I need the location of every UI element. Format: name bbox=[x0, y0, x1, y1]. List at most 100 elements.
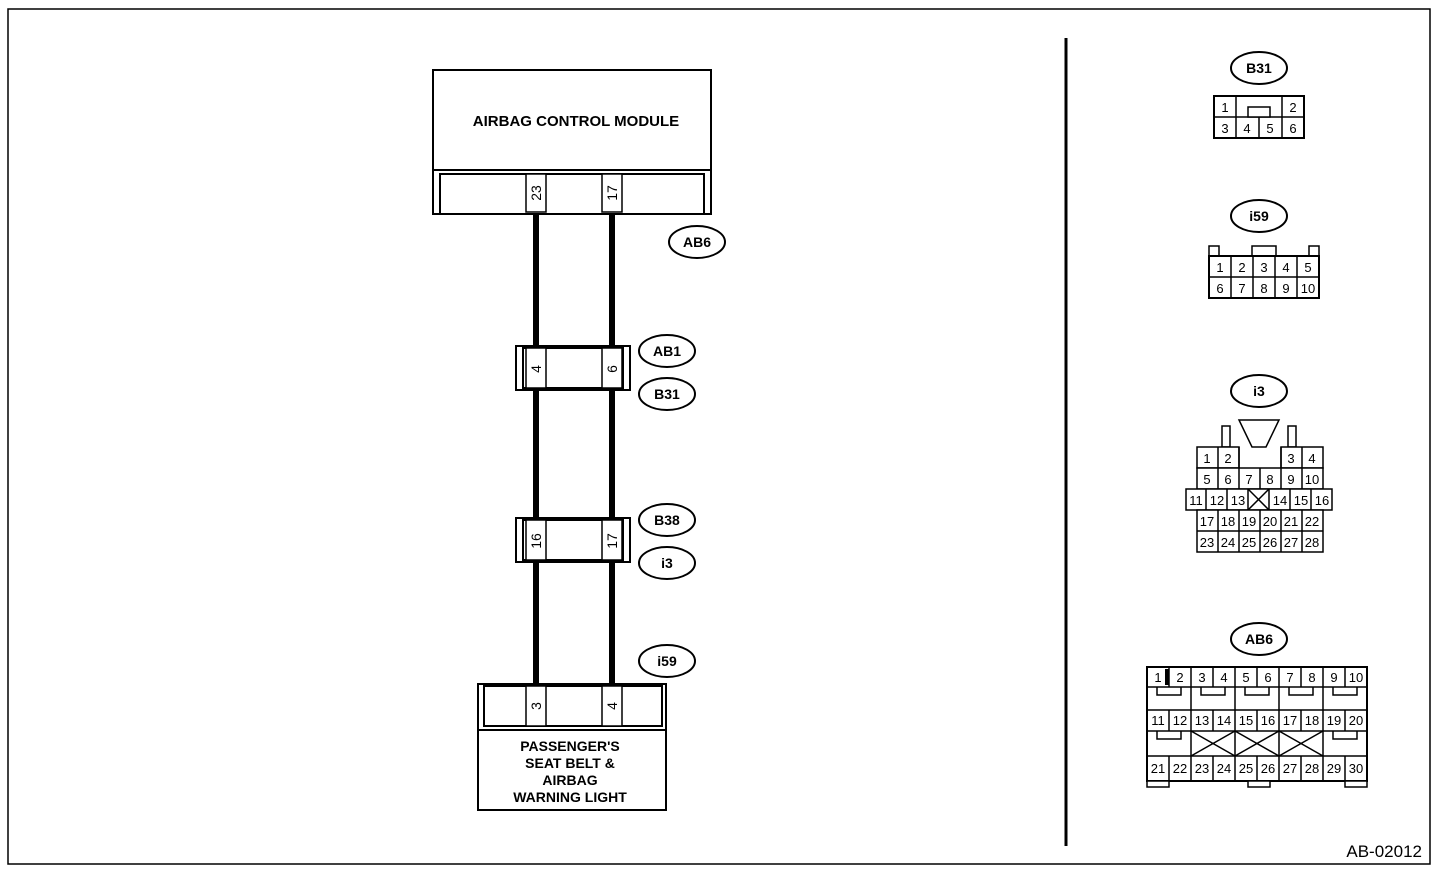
connector-view-label: AB6 bbox=[1245, 631, 1273, 647]
cell-pin: 17 bbox=[1200, 514, 1214, 529]
connector-tag-ab6: AB6 bbox=[683, 234, 711, 250]
cell-pin: 24 bbox=[1221, 535, 1235, 550]
junction-pin-label: 17 bbox=[604, 533, 620, 549]
latch-tab bbox=[1251, 245, 1277, 257]
junction-pin bbox=[601, 347, 623, 389]
junction-pin-label: 16 bbox=[528, 533, 544, 549]
connector-view-i59: i59 1 2 3 4 5 6 7 8 9 10 bbox=[1208, 199, 1320, 299]
cell-pin: 3 bbox=[1221, 121, 1228, 136]
key-funnel bbox=[1237, 419, 1281, 448]
cell-pin: 23 bbox=[1200, 535, 1214, 550]
cell-pin: 7 bbox=[1238, 281, 1245, 296]
connector-view-label: i59 bbox=[1249, 208, 1269, 224]
tag-ellipse bbox=[1230, 622, 1288, 656]
airbag-control-module: AIRBAG CONTROL MODULE 23 17 bbox=[432, 69, 712, 215]
cell-pin: 5 bbox=[1266, 121, 1273, 136]
cell-pin: 9 bbox=[1287, 472, 1294, 487]
cell-pin: 21 bbox=[1284, 514, 1298, 529]
cell-pin: 14 bbox=[1217, 713, 1231, 728]
warning-light-pin-label: 3 bbox=[528, 702, 544, 710]
cell-pin: 21 bbox=[1151, 761, 1165, 776]
cell-pin: 8 bbox=[1260, 281, 1267, 296]
cell-pin: 4 bbox=[1243, 121, 1250, 136]
module-pin-17 bbox=[601, 173, 623, 213]
cell-pin: 26 bbox=[1261, 761, 1275, 776]
cell-pin: 7 bbox=[1286, 670, 1293, 685]
cell-pin: 16 bbox=[1261, 713, 1275, 728]
cell-pin: 8 bbox=[1308, 670, 1315, 685]
cell-pin: 11 bbox=[1189, 493, 1203, 508]
cell-pin: 6 bbox=[1224, 472, 1231, 487]
cell-pin: 6 bbox=[1264, 670, 1271, 685]
warning-light-title-line: PASSENGER'S bbox=[520, 738, 620, 754]
connector-tag-i59: i59 bbox=[657, 653, 677, 669]
cell-pin: 9 bbox=[1330, 670, 1337, 685]
passenger-warning-light: 3 4 PASSENGER'S SEAT BELT & AIRBAG WARNI… bbox=[477, 683, 667, 811]
cell-pin: 3 bbox=[1260, 260, 1267, 275]
cell-pin: 12 bbox=[1173, 713, 1187, 728]
warning-light-pin bbox=[601, 685, 623, 727]
cell-pin: 2 bbox=[1176, 670, 1183, 685]
junction-pin-label: 4 bbox=[528, 365, 544, 373]
diagram-id: AB-02012 bbox=[1346, 842, 1422, 861]
cell-grid bbox=[1205, 468, 1312, 552]
cell-pin: 2 bbox=[1238, 260, 1245, 275]
latch-post bbox=[1287, 425, 1297, 448]
latch-tab bbox=[1308, 245, 1320, 257]
cell-pin: 2 bbox=[1289, 100, 1296, 115]
warning-light-connector bbox=[483, 685, 663, 727]
cell-pin: 6 bbox=[1289, 121, 1296, 136]
cell-pin: 10 bbox=[1301, 281, 1315, 296]
connector-tag-b38: B38 bbox=[654, 512, 680, 528]
cell-pin: 11 bbox=[1151, 713, 1165, 728]
warning-light-pin bbox=[525, 685, 547, 727]
junction-connector-b38-i3: 16 17 bbox=[515, 517, 631, 563]
cell-pin: 29 bbox=[1327, 761, 1341, 776]
connector-tag-i3: i3 bbox=[661, 555, 673, 571]
latch-post bbox=[1221, 425, 1231, 448]
wire-harness bbox=[533, 214, 615, 686]
tag-ellipse bbox=[1230, 199, 1288, 233]
cell-pin: 1 bbox=[1221, 100, 1228, 115]
module-pin-label: 17 bbox=[604, 185, 620, 201]
cell-pin: 5 bbox=[1203, 472, 1210, 487]
connector-view-ab6: AB6 1 2 3 4 5 6 7 8 9 10 bbox=[1146, 622, 1368, 788]
cell-pin: 25 bbox=[1239, 761, 1253, 776]
tag-ellipse bbox=[638, 644, 696, 678]
junction-pin bbox=[525, 347, 547, 389]
tag-ellipse bbox=[638, 334, 696, 368]
cell-pin: 20 bbox=[1263, 514, 1277, 529]
cell-pin: 9 bbox=[1282, 281, 1289, 296]
cell-pin: 2 bbox=[1224, 451, 1231, 466]
junction-pin-label: 6 bbox=[604, 365, 620, 373]
latch-tab bbox=[1146, 780, 1170, 788]
cell-pin: 1 bbox=[1216, 260, 1223, 275]
cell-pin: 19 bbox=[1242, 514, 1256, 529]
connector-view-label: B31 bbox=[1246, 60, 1272, 76]
cell-pin: 15 bbox=[1239, 713, 1253, 728]
cell-pin: 1 bbox=[1203, 451, 1210, 466]
warning-light-pin-label: 4 bbox=[604, 702, 620, 710]
key-notch bbox=[1247, 106, 1271, 118]
warning-light-title-line: SEAT BELT & bbox=[525, 755, 615, 771]
module-pin-23 bbox=[525, 173, 547, 213]
cell-pin: 8 bbox=[1266, 472, 1273, 487]
junction-pin bbox=[525, 519, 547, 561]
cell-pin: 4 bbox=[1282, 260, 1289, 275]
cell-pin: 16 bbox=[1315, 493, 1329, 508]
cell-pin: 28 bbox=[1305, 535, 1319, 550]
latch-tab bbox=[1344, 780, 1368, 788]
cell-pin: 1 bbox=[1154, 670, 1161, 685]
tag-ellipse bbox=[668, 225, 726, 259]
warning-light-title-line: AIRBAG bbox=[542, 772, 597, 788]
cell-pin: 28 bbox=[1305, 761, 1319, 776]
cell-pin: 7 bbox=[1245, 472, 1252, 487]
warning-light-title-line: WARNING LIGHT bbox=[513, 789, 627, 805]
connector-view-i3: i3 1 2 3 4 5 6 7 8 9 10 11 12 13 bbox=[1185, 374, 1333, 553]
cell-pin: 5 bbox=[1304, 260, 1311, 275]
cell-pin: 27 bbox=[1283, 761, 1297, 776]
cell-pin: 13 bbox=[1195, 713, 1209, 728]
cell-pin: 3 bbox=[1198, 670, 1205, 685]
module-pin-label: 23 bbox=[528, 185, 544, 201]
